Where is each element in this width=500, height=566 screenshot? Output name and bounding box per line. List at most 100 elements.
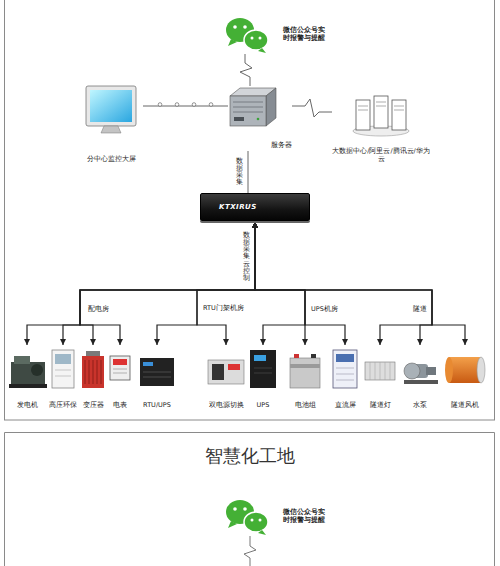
generator-icon [14,356,30,364]
diagram-title: 智慧化工地 [0,445,500,468]
wechat-icon [243,25,247,29]
device-node: 高压环保 [48,345,78,411]
cloud-node: 大数据中心/阿里云/腾讯云/华为云 [332,92,430,165]
meter-icon [110,356,130,380]
connector-line [255,222,305,345]
server-node: 服务器 [228,86,292,151]
device-node: 发电机 [10,345,44,411]
wechat-node: 微信公众号实时报警与提醒 [225,16,327,52]
node-label: RTU/UPS [143,401,171,409]
collector-box: KTXIRUS [200,193,310,221]
connector-dot [192,103,196,107]
connector-line [292,99,332,117]
connector [80,222,255,345]
connector [157,222,255,345]
water-pump [404,363,420,379]
ups-tower [254,368,272,373]
wechat-icon [258,530,266,535]
battery-pack [290,358,320,388]
node-label: 微信公众号实时报警与提醒 [283,508,327,524]
monitor-icon [86,86,136,133]
ats-switch [208,360,244,384]
node-label: 隧道灯 [370,401,391,409]
server-icon [257,118,260,121]
wechat-icon [243,507,247,511]
switchgear-cabinet [52,350,74,388]
tunnel-lamp [365,362,395,380]
device-node: 电表 [108,345,132,411]
connector-line [80,222,255,345]
transformer-icon [82,351,104,388]
tunnel-fan [477,357,485,383]
group-label: 隧道 [413,305,427,313]
tunnel-lamp [370,362,390,380]
node-label: 隧道风机 [451,401,479,409]
wechat-icon [233,507,237,511]
node-label: 高压环保 [49,401,77,409]
device-node: UPS [246,345,280,411]
tunnel-fan [449,357,481,383]
battery-pack [294,354,299,358]
device-logo: KTXIRUS [219,203,257,212]
connector-line [157,222,255,345]
connector [255,222,432,345]
connector-line [240,54,252,86]
wechat-icon [251,37,254,40]
connector-dot [209,103,213,107]
connector-line [80,222,255,345]
ups-tower [254,355,266,361]
connector [255,222,305,345]
wechat-node: 微信公众号实时报警与提醒 [225,498,327,534]
tunnel-fan [445,357,453,383]
group-label: UPS机房 [311,305,338,313]
cloud-server-icon [358,102,404,110]
node-label: 服务器 [271,141,292,149]
connector-line [143,106,228,107]
wechat-icon [244,30,268,50]
connector-dot [175,103,179,107]
node-label: 分中心监控大屏 [87,155,136,163]
cloud-server-icon [356,100,370,130]
wechat-icon [228,521,237,528]
cloud-server-icon [374,96,388,128]
panel-frame [5,0,495,420]
wechat-icon [244,512,268,532]
connector-line [255,222,432,345]
node-label: 电表 [113,401,127,409]
meter-icon [113,359,127,365]
tunnel-lamp [365,362,395,380]
water-pump [426,367,436,375]
battery-pack [290,354,320,388]
connector-line [63,222,255,345]
connector-line [27,222,255,345]
connector [255,222,432,345]
battery-pack [311,354,316,358]
dc-cabinet [336,354,354,362]
monitor-node: 分中心监控大屏 [79,84,143,165]
tunnel-fan [445,357,485,383]
server-icon [234,117,244,121]
meter-icon [113,369,127,373]
wechat-icon [251,519,254,522]
node-label: 双电源切换 [209,401,244,409]
connector-line [255,222,432,345]
switchgear-cabinet [55,370,71,376]
rtu-box [140,358,174,386]
ups-tower [250,350,276,388]
wechat-icon [226,18,268,53]
device-node: RTU/UPS [140,345,174,411]
node-label: 水泵 [413,401,427,409]
dc-cabinet [333,350,357,388]
node-label: 大数据中心/阿里云/腾讯云/华为云 [332,147,430,163]
connector [248,151,249,193]
node-label: 微信公众号实时报警与提醒 [283,26,327,42]
connector-line [197,222,255,345]
device-node: 隧道风机 [445,345,485,411]
device-node: 直流屏 [328,345,362,411]
node-label: UPS [257,401,270,409]
connector-line [248,151,249,193]
node-label: 发电机 [17,401,38,409]
